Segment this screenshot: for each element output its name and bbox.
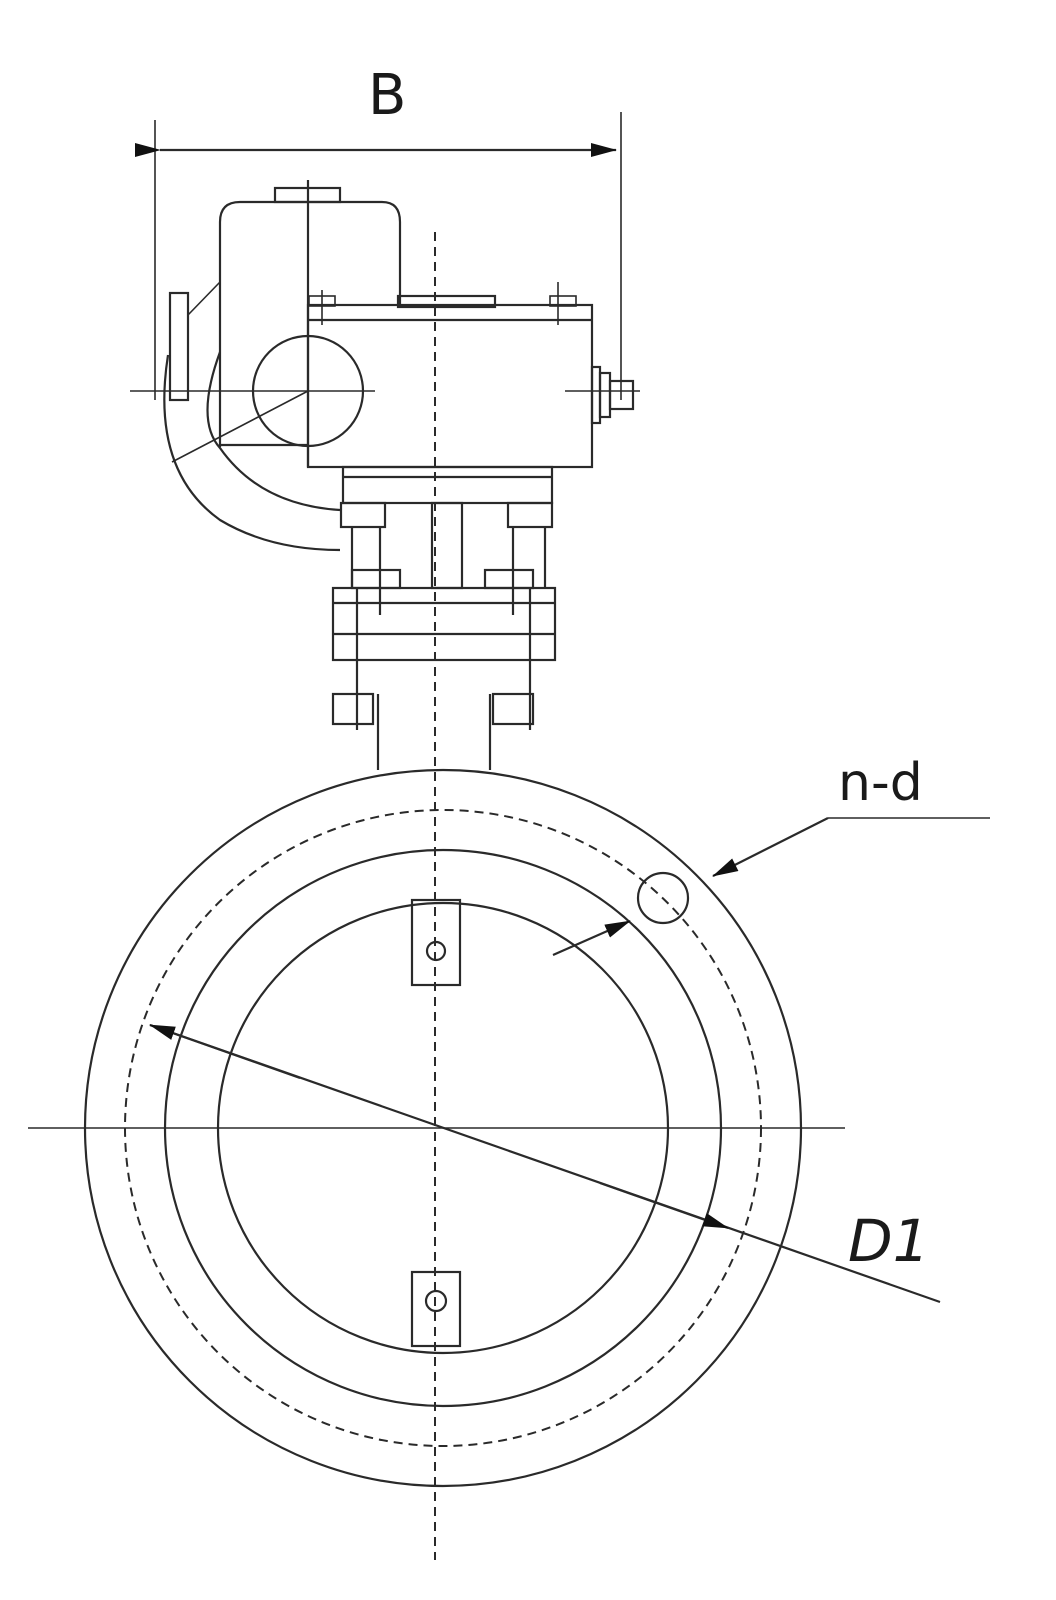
dimension-n-d	[552, 817, 990, 957]
dimension-b	[135, 112, 622, 400]
dimension-d1	[149, 1023, 941, 1304]
dimension-d1-label: D1	[848, 1207, 930, 1275]
dimension-b-label: B	[368, 63, 407, 128]
bracket	[331, 465, 557, 770]
dimension-n-d-label: n-d	[838, 753, 923, 813]
bolt-hole	[636, 871, 690, 925]
valve-body	[28, 232, 845, 1560]
actuator	[130, 180, 640, 552]
